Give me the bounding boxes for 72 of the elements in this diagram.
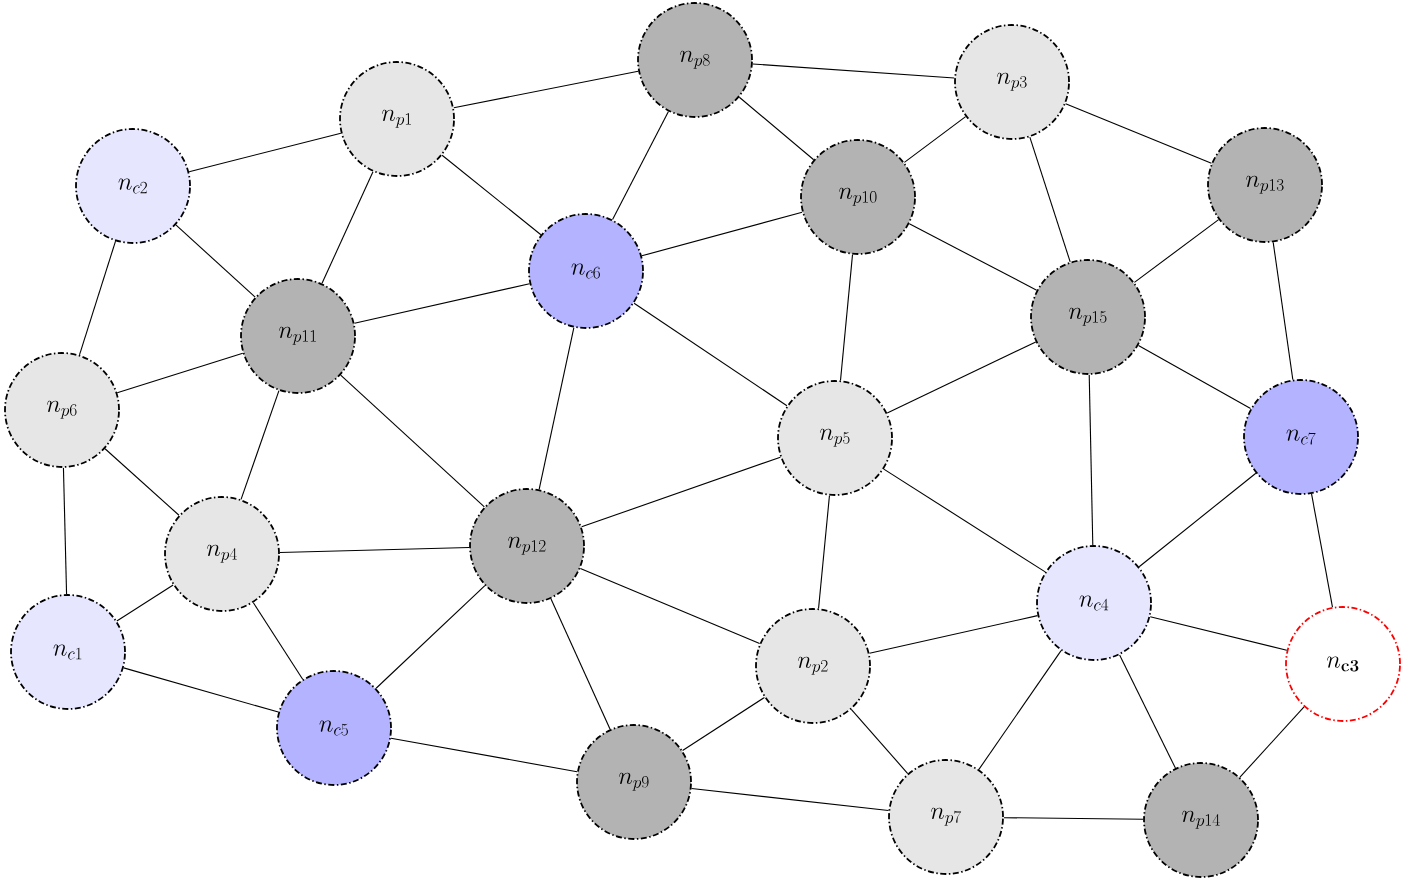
connector-line [1119, 654, 1176, 769]
connector-line [104, 448, 180, 516]
connector-line [903, 116, 967, 163]
network-node: $n_{p8}$ [637, 2, 753, 118]
connector-line [1065, 103, 1212, 164]
connector-line [1272, 241, 1294, 381]
network-node: $n_{p9}$ [576, 724, 692, 840]
connector-line [633, 302, 788, 407]
connector-line [538, 327, 575, 490]
connector-line [1311, 493, 1334, 608]
connector-line [78, 240, 117, 356]
network-node: $n_{p1}$ [339, 61, 455, 177]
connector-line [390, 737, 578, 773]
connector-line [868, 615, 1039, 654]
network-node: $n_{p14}$ [1143, 762, 1259, 878]
connector-line [579, 567, 761, 645]
connector-line [252, 602, 304, 680]
connector-line [1003, 817, 1144, 820]
connector-line [581, 456, 781, 528]
connector-line [240, 390, 280, 500]
connector-line [1029, 136, 1071, 263]
network-node: $n_{\mathbf{c3}}$ [1285, 606, 1401, 722]
network-node: $n_{p3}$ [954, 24, 1070, 140]
network-node: $n_{c7}$ [1243, 379, 1359, 495]
connector-line [441, 154, 542, 236]
connector-line [321, 171, 374, 284]
connector-line [691, 787, 889, 812]
connector-line [188, 132, 342, 173]
network-node: $n_{p6}$ [4, 352, 120, 468]
connector-line [752, 63, 955, 79]
network-node: $n_{c4}$ [1036, 545, 1152, 661]
connector-line [883, 468, 1046, 573]
connector-line [886, 341, 1037, 414]
connector-line [1138, 472, 1257, 568]
connector-line [818, 495, 830, 609]
connector-line [340, 374, 485, 508]
connector-line [1133, 219, 1220, 283]
network-node: $n_{p10}$ [800, 139, 916, 255]
connector-line [850, 708, 909, 775]
connector-line [279, 546, 470, 554]
connector-line [123, 667, 279, 713]
network-node: $n_{p13}$ [1207, 127, 1323, 243]
network-node: $n_{p11}$ [240, 278, 356, 394]
connector-line [116, 584, 174, 622]
network-node: $n_{c1}$ [10, 594, 126, 710]
connector-line [612, 110, 669, 221]
network-node: $n_{c5}$ [276, 670, 392, 786]
connector-line [116, 352, 244, 394]
connector-line [908, 223, 1038, 291]
network-node: $n_{c6}$ [528, 213, 644, 329]
connector-line [978, 650, 1062, 770]
connector-line [453, 70, 639, 109]
connector-line [550, 598, 611, 730]
network-node: $n_{p15}$ [1030, 259, 1146, 375]
network-node: $n_{p4}$ [164, 496, 280, 612]
network-node: $n_{p7}$ [888, 759, 1004, 875]
connector-line [1088, 374, 1094, 546]
connector-line [375, 585, 486, 689]
network-node: $n_{c2}$ [75, 128, 191, 244]
network-node: $n_{p2}$ [755, 608, 871, 724]
connector-line [839, 254, 854, 381]
connector-line [1137, 344, 1252, 410]
connector-line [1149, 616, 1288, 651]
network-node: $n_{p12}$ [469, 488, 585, 604]
connector-line [175, 224, 256, 298]
network-node: $n_{p5}$ [777, 380, 893, 496]
connector-line [641, 211, 803, 257]
connector-line [353, 283, 531, 324]
connector-line [62, 467, 68, 595]
connector-line [682, 696, 765, 752]
connector-line [1239, 706, 1305, 778]
connector-line [738, 96, 815, 161]
